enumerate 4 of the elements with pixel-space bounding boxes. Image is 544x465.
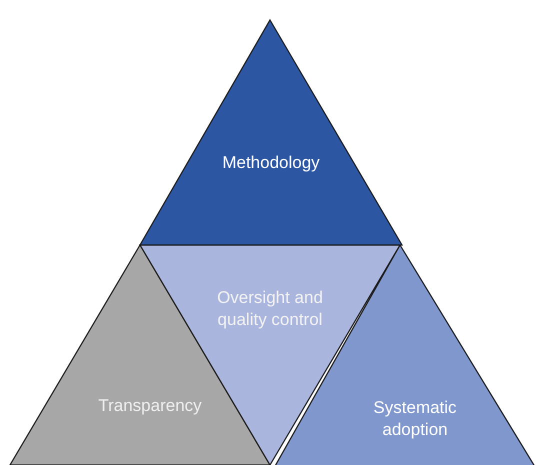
segment-label: Methodology — [221, 152, 321, 174]
segment-label: Transparency — [97, 395, 203, 417]
segment-label: Systematic adoption — [372, 397, 458, 441]
segment-label: Oversight and quality control — [216, 287, 324, 331]
